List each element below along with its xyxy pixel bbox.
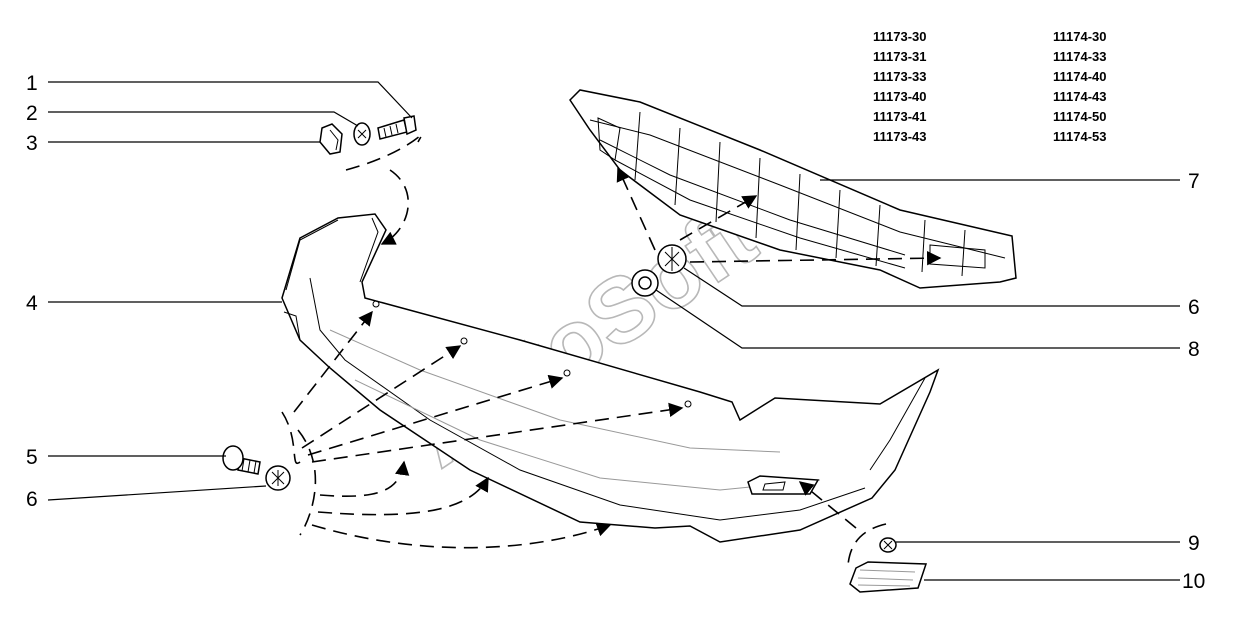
code-col1-3: 11173-40 (873, 89, 927, 104)
code-col2-0: 11174-30 (1053, 29, 1107, 44)
nut-9 (879, 537, 897, 553)
callout-numbers: 1 2 3 4 5 6 6 7 8 9 10 (26, 72, 1205, 593)
callout-1: 1 (26, 72, 38, 95)
code-col2-3: 11174-43 (1053, 89, 1107, 104)
clip-3 (319, 123, 343, 155)
leader-lines (47, 81, 1180, 581)
bolt-5 (222, 445, 261, 475)
code-col2-2: 11174-40 (1053, 69, 1107, 84)
grille-drawing (569, 89, 1017, 289)
nut-6-upper (657, 244, 687, 274)
callout-7: 7 (1188, 170, 1200, 193)
callout-10: 10 (1182, 570, 1205, 593)
code-col1-0: 11173-30 (873, 29, 927, 44)
callout-6-right: 6 (1188, 296, 1200, 319)
code-col1-5: 11173-43 (873, 129, 927, 144)
code-col2-1: 11174-33 (1053, 49, 1107, 64)
washer-2 (353, 122, 371, 146)
code-col2-5: 11174-53 (1053, 129, 1107, 144)
reflector-10 (849, 561, 928, 593)
nut-6-lower (265, 465, 291, 491)
code-col1-1: 11173-31 (873, 49, 927, 64)
callout-5: 5 (26, 446, 38, 469)
callout-9: 9 (1188, 532, 1200, 555)
callout-8: 8 (1188, 338, 1200, 361)
callout-4: 4 (26, 292, 38, 315)
code-col2-4: 11174-50 (1053, 109, 1107, 124)
callout-3: 3 (26, 132, 38, 155)
screw-1 (377, 115, 417, 140)
code-col1-2: 11173-33 (873, 69, 927, 84)
assembly-arrows (281, 133, 942, 566)
code-col1-4: 11173-41 (873, 109, 927, 124)
callout-2: 2 (26, 102, 38, 125)
nut-8 (631, 269, 659, 297)
callout-6-left: 6 (26, 488, 38, 511)
model-codes: 11173-30 11173-31 11173-33 11173-40 1117… (873, 29, 1107, 144)
